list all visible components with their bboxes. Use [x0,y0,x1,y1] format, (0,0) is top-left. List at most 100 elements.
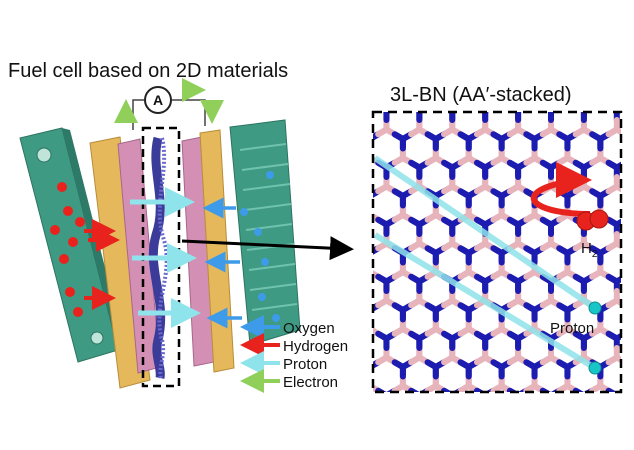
h2-subscript: 2 [592,249,598,260]
bn-bond [625,191,633,196]
bn-bond [613,112,620,114]
proton-atom-lower [588,361,602,375]
bn-bond [354,358,362,363]
bn-bond [370,419,378,424]
bn-bond [605,354,620,366]
bn-bond [625,134,633,139]
bn-bond [518,415,526,420]
bn-bond [589,383,604,392]
bn-bond [354,130,362,135]
bn-bond [362,134,370,139]
bn-bond [490,326,505,337]
bn-bond [609,415,617,420]
bn-bond [506,126,522,138]
bn-bond [424,212,439,223]
legend-proton-label: Proton [283,356,327,373]
bn-bond [592,101,600,106]
bn-bond [473,126,489,138]
bn-bond [625,329,633,334]
bn-bond [441,183,456,195]
bn-bond [457,326,472,337]
bn-bond [490,155,505,166]
bn-bond [391,212,406,223]
bn-bond [362,248,370,253]
bn-bond [391,155,406,166]
bn-bond [589,326,604,337]
bn-bond [354,220,362,225]
bn-bond [452,415,460,420]
bn-bond [441,240,456,252]
bn-bond [567,419,575,424]
bn-bond [589,155,604,166]
bn-bond [523,383,538,392]
bn-bond [539,126,554,138]
bn-bond [362,215,370,220]
bn-membrane [148,136,166,379]
bn-bond [386,415,394,420]
ammeter-symbol: A [153,92,163,108]
bn-bond [362,362,370,367]
proton-atom-upper [588,301,602,315]
bn-bond [378,415,386,420]
bn-bond [605,387,617,392]
bn-bond [403,419,411,424]
lattice-frame [371,110,623,394]
bn-bond [362,272,370,277]
bn-bond [526,419,534,424]
bn-bond [375,354,390,366]
bn-bond [572,183,587,195]
bn-bond [473,354,489,366]
bn-bond [600,419,608,424]
bn-bond [441,126,456,138]
bn-bond [523,212,538,223]
bn-bond [539,240,554,252]
bn-bond [375,126,390,138]
bn-bond [362,386,370,391]
bn-bond [506,297,522,309]
bn-bond [473,240,489,252]
bn-bond [559,419,567,424]
bn-bond [354,391,362,396]
bn-bond [354,187,362,192]
bn-bond [506,354,522,366]
bn-bond [362,305,370,310]
bn-bond [408,240,423,252]
bn-bond [510,415,518,420]
external-circuit: A [114,78,224,130]
bn-bond [441,387,453,392]
legend-oxygen-label: Oxygen [283,320,335,337]
bn-bond [460,419,468,424]
bn-bond [424,155,439,166]
bn-bond [551,415,559,420]
bn-bond [354,106,362,111]
bn-bond [457,155,472,166]
bn-bond [625,215,633,220]
bn-bond [444,415,452,420]
bn-bond [580,112,587,114]
bn-bond [572,240,587,252]
bn-bond [493,419,501,424]
bn-bond [523,269,538,280]
bn-bond [625,362,633,367]
bn-bond [556,383,571,392]
bn-bond [625,386,633,391]
bn-bond [424,326,439,337]
bn-bond [482,112,489,114]
ammeter [144,86,172,114]
bn-bond [490,269,505,280]
bn-bond [523,155,538,166]
proton-path-upper [373,155,597,311]
bn-bond [481,112,488,114]
right-flow-plate [229,119,301,346]
bn-bond [589,269,604,280]
bn-bond [556,269,571,280]
bn-bond [556,155,571,166]
bn-bond [576,415,584,420]
bn-bond [391,269,406,280]
bn-bond [411,415,419,420]
proton-label: Proton [550,320,594,337]
bn-bond [556,326,571,337]
bn-bond [354,277,362,282]
bn-bond [415,112,422,114]
